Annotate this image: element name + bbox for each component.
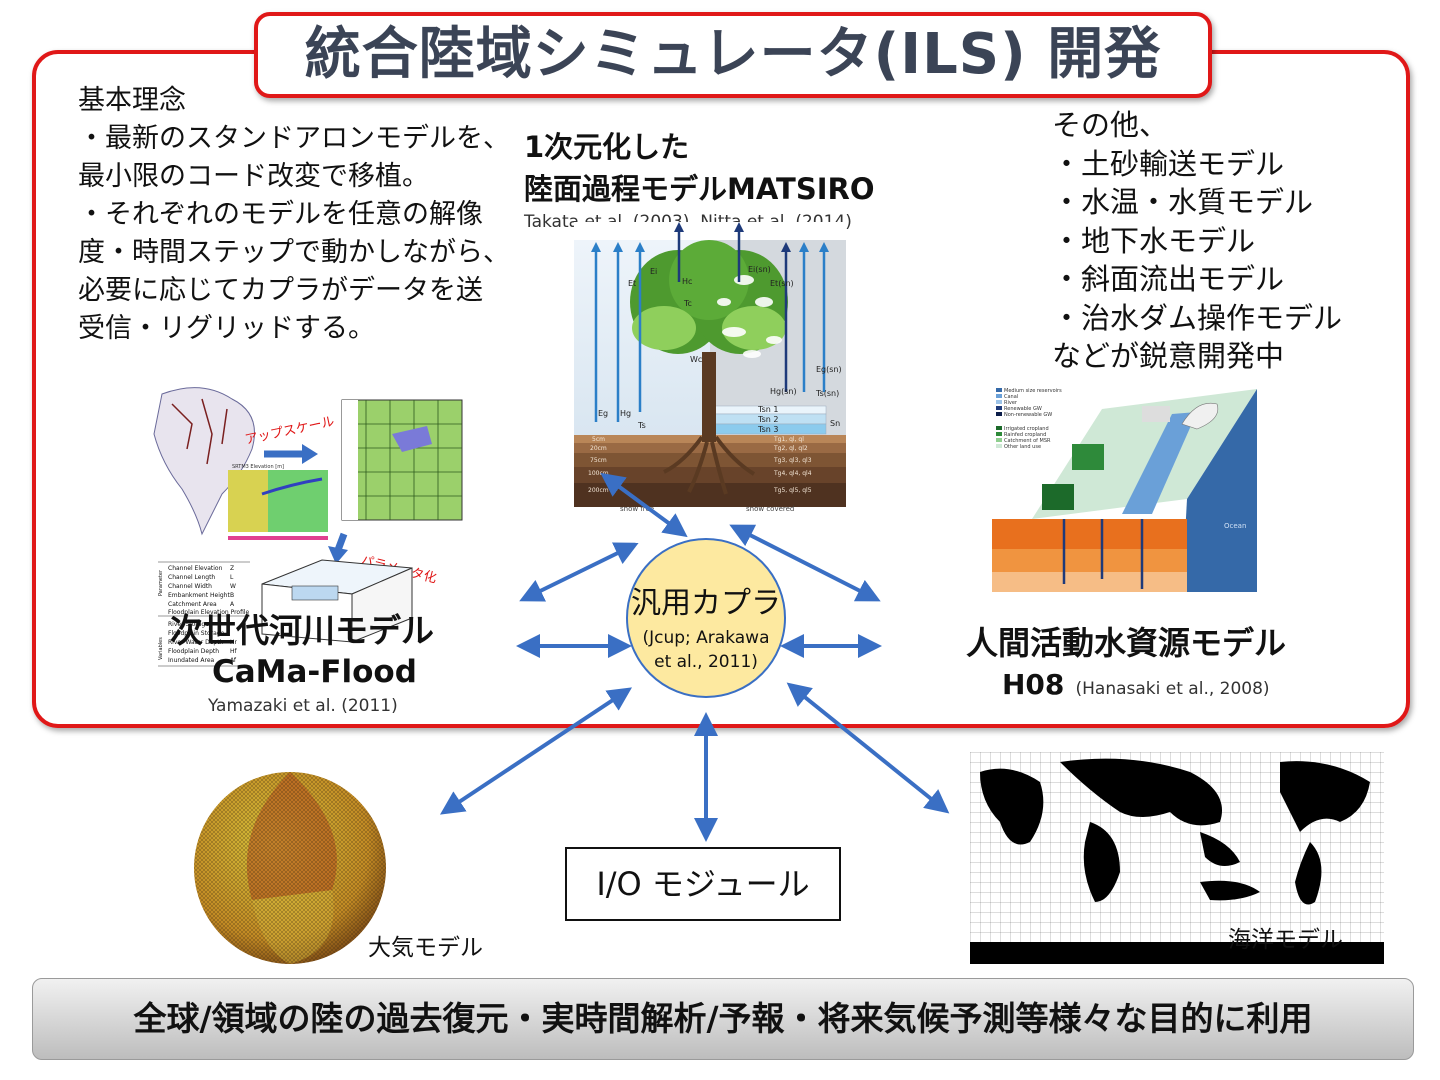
coupler-citation-2: et al., 2011) <box>628 650 784 674</box>
footer-bar: 全球/領域の陸の過去復元・実時間解析/予報・将来気候予測等様々な目的に利用 <box>32 978 1414 1060</box>
arrow-to-matsiro-left <box>610 480 678 530</box>
coupler-circle: 汎用カプラ (Jcup; Arakawa et al., 2011) <box>626 538 786 698</box>
arrow-to-river <box>530 548 628 596</box>
arrow-to-atmosphere <box>450 694 622 808</box>
coupler-citation-1: (Jcup; Arakawa <box>628 626 784 650</box>
coupler-name: 汎用カプラ <box>628 578 784 622</box>
atmosphere-globe <box>192 770 388 966</box>
arrow-to-ocean <box>796 690 940 806</box>
io-module-box: I/O モジュール <box>565 847 841 921</box>
atmosphere-label: 大気モデル <box>368 928 483 962</box>
ocean-label: 海洋モデル <box>1228 920 1343 954</box>
